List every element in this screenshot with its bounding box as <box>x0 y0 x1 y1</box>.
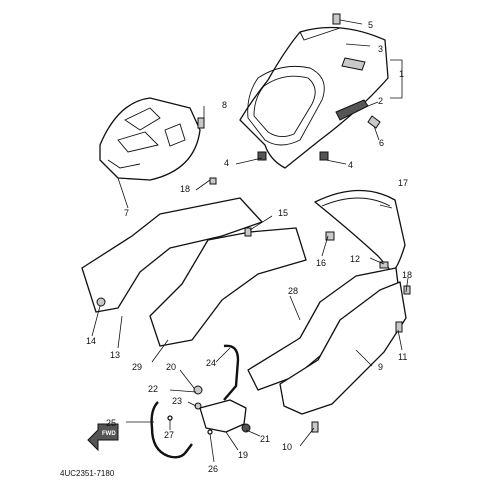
callout-29: 29 <box>132 362 142 372</box>
side-panel-right-outer <box>279 281 407 415</box>
callout-7: 7 <box>124 208 129 218</box>
callout-19: 19 <box>238 450 248 460</box>
callout-13: 13 <box>110 350 120 360</box>
callout-16: 16 <box>316 258 326 268</box>
hardware <box>96 13 411 433</box>
callout-6: 6 <box>379 138 384 148</box>
callout-11: 11 <box>398 352 407 362</box>
fuel-hose-group <box>150 344 251 459</box>
callout-26: 26 <box>208 464 218 474</box>
callout-17: 17 <box>398 178 408 188</box>
side-panel-left-outer <box>81 197 263 313</box>
leader-lines <box>91 19 409 463</box>
callout-5: 5 <box>368 20 373 30</box>
callout-1: 1 <box>399 69 404 79</box>
callout-28: 28 <box>288 286 298 296</box>
callout-10: 10 <box>282 442 292 452</box>
callout-24: 24 <box>206 358 216 368</box>
seat-assembly <box>239 26 389 169</box>
callout-12: 12 <box>350 254 360 264</box>
callout-9: 9 <box>378 362 383 372</box>
side-panel-left-inner <box>149 227 307 347</box>
callout-4b: 4 <box>348 160 353 170</box>
callout-numbers: 1 2 3 4 4 5 6 7 8 9 10 11 12 13 14 15 16… <box>86 20 412 474</box>
callout-25: 25 <box>106 418 116 428</box>
callout-21: 21 <box>260 434 270 444</box>
callout-18a: 18 <box>180 184 190 194</box>
callout-18b: 18 <box>402 270 412 280</box>
callout-22: 22 <box>148 384 158 394</box>
callout-4a: 4 <box>224 158 229 168</box>
callout-27: 27 <box>164 430 174 440</box>
callout-8: 8 <box>222 100 227 110</box>
catalog-code: 4UC2351-7180 <box>60 469 115 478</box>
callout-20: 20 <box>166 362 176 372</box>
forward-arrow-icon: FWD <box>87 423 119 452</box>
callout-2: 2 <box>378 96 383 106</box>
callout-15: 15 <box>278 208 288 218</box>
rear-cowl <box>99 97 201 181</box>
side-cover-right <box>314 189 406 273</box>
callout-3: 3 <box>378 44 383 54</box>
callout-23: 23 <box>172 396 182 406</box>
forward-arrow-label: FWD <box>102 431 116 437</box>
callout-14: 14 <box>86 336 96 346</box>
